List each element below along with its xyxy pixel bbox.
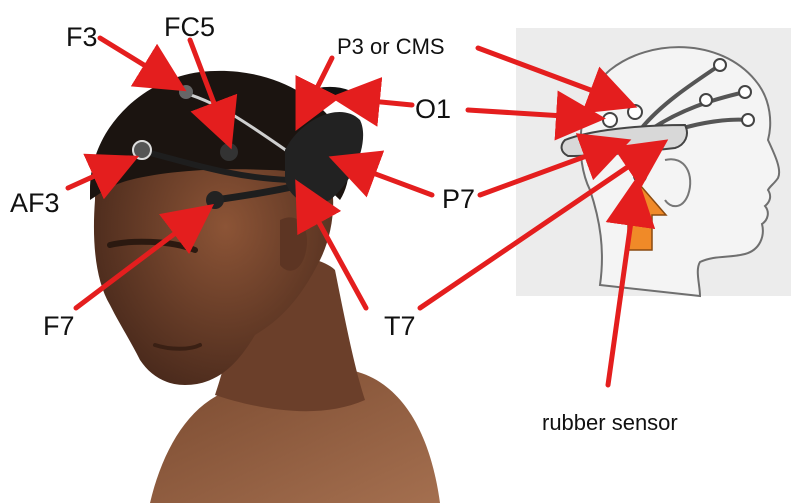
label-f7: F7 <box>43 313 75 340</box>
sketch-rubber-sensor <box>634 170 646 182</box>
sketch-sensor-p3 <box>628 105 642 119</box>
label-t7: T7 <box>384 313 416 340</box>
arrow-p7 <box>338 160 432 195</box>
label-rubber-sensor: rubber sensor <box>542 412 678 434</box>
sketch-sensor-2 <box>739 86 751 98</box>
arrow-f3 <box>100 38 178 86</box>
arrow-o1 <box>340 98 412 105</box>
sensor-fc5 <box>220 143 238 161</box>
sensor-af3 <box>133 141 151 159</box>
label-fc5: FC5 <box>164 14 215 41</box>
sketch-sensor-o1 <box>603 113 617 127</box>
sensor-f3 <box>179 85 193 99</box>
sensor-f7 <box>206 191 224 209</box>
label-af3: AF3 <box>10 190 60 217</box>
sketch-sensor-1 <box>714 59 726 71</box>
head-sketch <box>516 28 791 296</box>
label-p7: P7 <box>442 186 475 213</box>
label-f3: F3 <box>66 24 98 51</box>
label-p3-or-cms: P3 or CMS <box>337 36 445 58</box>
sketch-sensor-4 <box>700 94 712 106</box>
sketch-sensor-3 <box>742 114 754 126</box>
label-o1: O1 <box>415 96 451 123</box>
